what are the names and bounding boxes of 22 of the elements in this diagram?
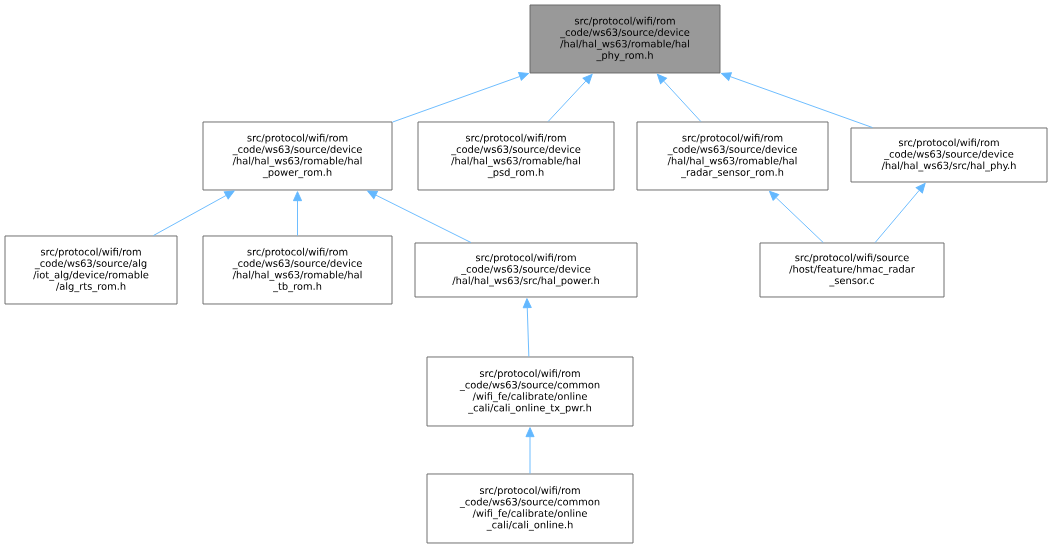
file-box: src/protocol/wifi/rom _code/ws63/source/device /hal/hal_ws63/romable/hal _psd_rom.h xyxy=(417,121,615,191)
file-box: src/protocol/wifi/rom _code/ws63/source/device /hal/hal_ws63/romable/hal _phy_rom.h xyxy=(529,4,721,74)
arrow xyxy=(874,182,926,243)
file-box: src/protocol/wifi/rom _code/ws63/source/device /hal/hal_ws63/src/hal_power.h xyxy=(414,242,638,298)
arrow xyxy=(769,190,824,243)
file-box: src/protocol/wifi/rom _code/ws63/source/alg /iot_alg/device/romable /alg_rts_rom.h xyxy=(4,235,178,305)
file-box: src/protocol/wifi/rom _code/ws63/source/device /hal/hal_ws63/src/hal_phy.h xyxy=(850,127,1048,183)
file-box: src/protocol/wifi/rom _code/ws63/source/device /hal/hal_ws63/romable/hal _tb_rom.h xyxy=(202,235,393,305)
file-box: src/protocol/wifi/rom _code/ws63/source/common /wifi_fe/calibrate/online _cali/cali_online.h xyxy=(426,473,634,544)
file-box: src/protocol/wifi/source /host/feature/hmac_radar _sensor.c xyxy=(759,242,945,298)
arrow xyxy=(721,72,873,128)
file-box: src/protocol/wifi/rom _code/ws63/source/device /hal/hal_ws63/romable/hal _power_rom.h xyxy=(202,121,393,191)
arrow xyxy=(547,73,593,122)
file-box: src/protocol/wifi/rom _code/ws63/source/device /hal/hal_ws63/romable/hal _radar_sensor_rom.h xyxy=(636,121,829,191)
arrow xyxy=(367,190,472,243)
arrow xyxy=(152,190,235,236)
arrow xyxy=(292,191,303,236)
arrow xyxy=(522,298,532,357)
file-box: src/protocol/wifi/rom _code/ws63/source/common /wifi_fe/calibrate/online _cali/cali_online_tx_pwr.h xyxy=(426,356,634,427)
arrow xyxy=(656,73,702,122)
arrow xyxy=(392,72,529,123)
arrow xyxy=(525,427,535,474)
